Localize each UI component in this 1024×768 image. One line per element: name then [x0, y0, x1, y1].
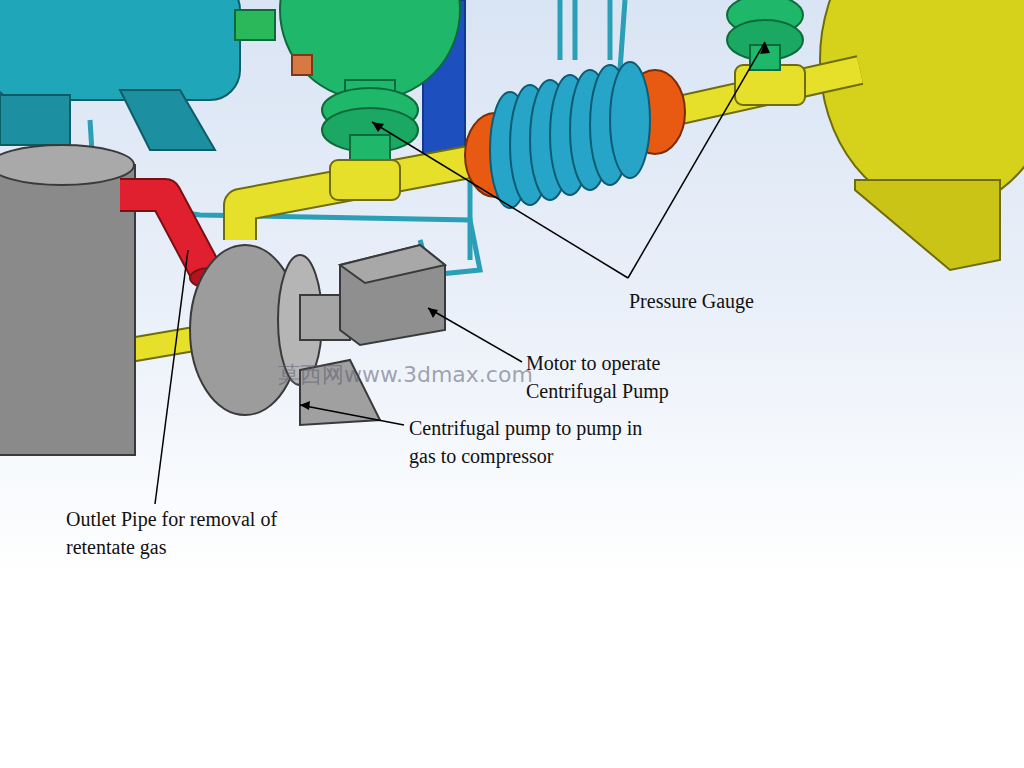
- callout-label: Motor to operate Centrifugal Pump: [526, 349, 706, 405]
- callout-label: Centrifugal pump to pump in gas to compr…: [409, 414, 664, 470]
- callout-label: Pressure Gauge: [629, 287, 849, 315]
- watermark: 莫西网www.3dmax.com: [278, 360, 523, 390]
- callout-label: Outlet Pipe for removal of retentate gas: [66, 505, 301, 561]
